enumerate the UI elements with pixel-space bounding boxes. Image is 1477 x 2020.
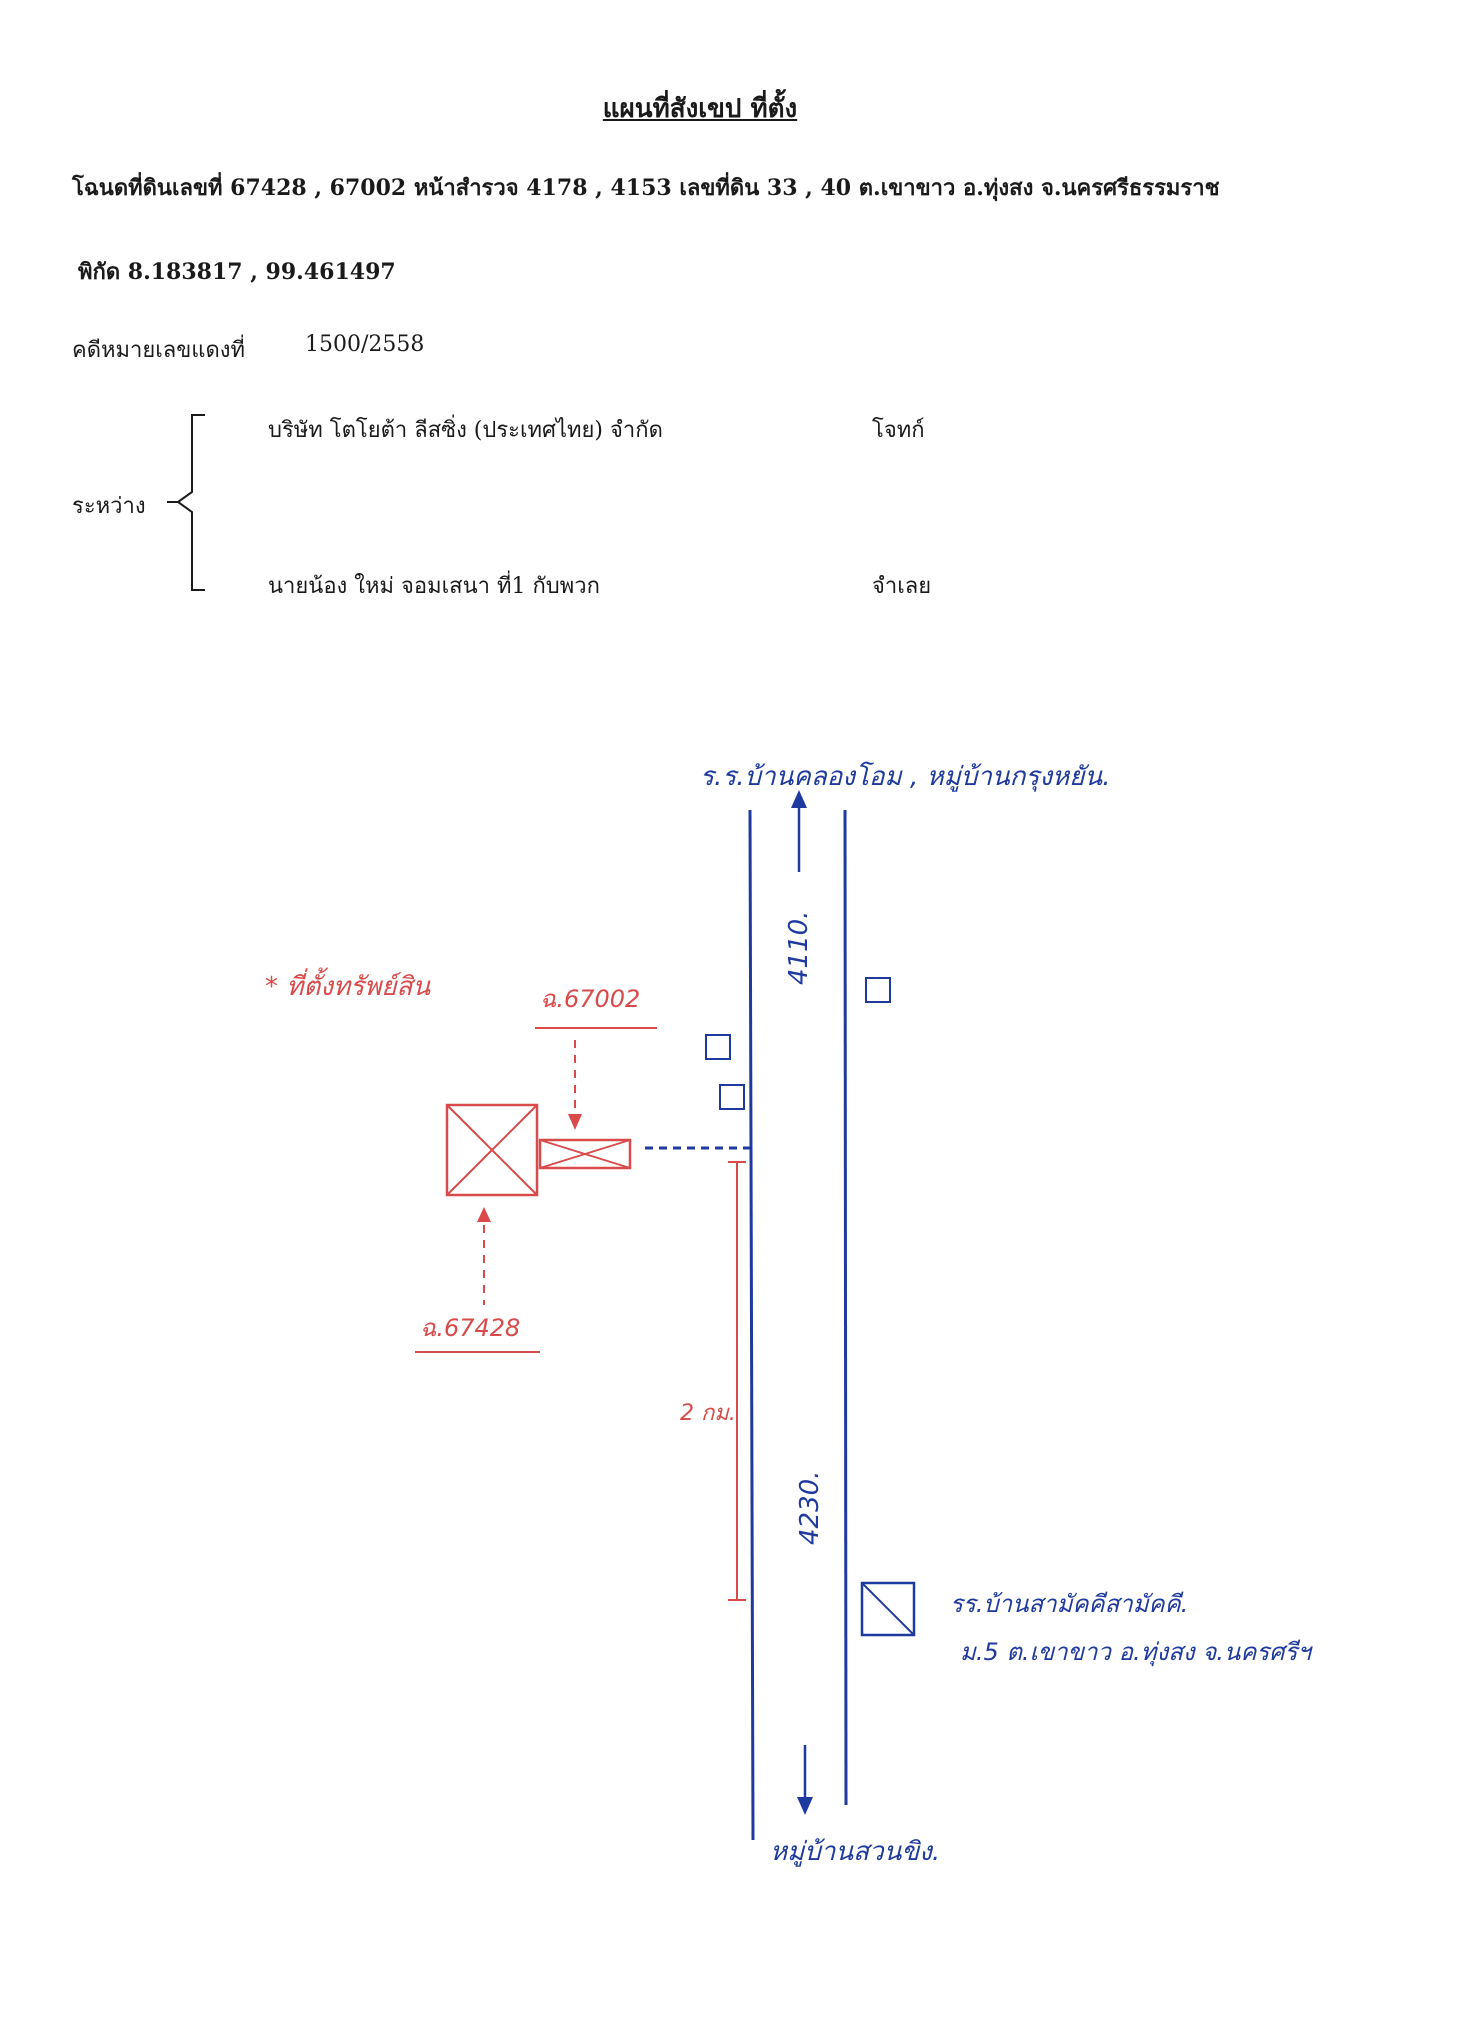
road-east-edge <box>843 809 848 1806</box>
road-west-edge <box>748 809 755 1841</box>
property-building-icon <box>445 1103 539 1197</box>
property-annex-icon <box>538 1138 632 1170</box>
south-destination-label: หมู่บ้านสวนขิง. <box>770 1837 940 1867</box>
building-icon <box>705 1034 731 1060</box>
north-arrow-icon <box>791 790 807 808</box>
deed-label-lower: ฉ.67428 <box>420 1314 520 1342</box>
case-number: 1500/2558 <box>305 332 425 357</box>
property-location-note: * ที่ตั้งทรัพย์สิน <box>265 967 431 1002</box>
between-label: ระหว่าง <box>72 494 146 519</box>
school-landmark-cross <box>861 1582 915 1636</box>
distance-label: 2 กม. <box>680 1401 736 1426</box>
property-annex-cross <box>539 1139 631 1169</box>
property-cross <box>446 1104 538 1196</box>
road-number-north: 4110. <box>784 911 814 985</box>
coordinates-line: พิกัด 8.183817 , 99.461497 <box>78 259 396 285</box>
deed-label-upper: ฉ.67002 <box>540 985 640 1013</box>
defendant-name: นายน้อง ใหม่ จอมเสนา ที่1 กับพวก <box>268 574 600 599</box>
page-title: แผนที่สังเขป ที่ตั้ง <box>602 94 798 124</box>
arrow-up-icon <box>477 1207 491 1222</box>
school-landmark-address: ม.5 ต.เขาขาว อ.ทุ่งสง จ.นครศรีฯ <box>960 1638 1313 1667</box>
defendant-role: จำเลย <box>872 574 932 599</box>
building-icon <box>719 1084 745 1110</box>
plaintiff-role: โจทก์ <box>872 418 925 443</box>
school-landmark-name: รร.บ้านสามัคคีสามัคคี. <box>950 1590 1188 1618</box>
north-destination-label: ร.ร.บ้านคลองโอม , หมู่บ้านกรุงหยัน. <box>700 761 1110 792</box>
school-landmark-icon <box>860 1581 916 1637</box>
road-number-south: 4230. <box>795 1471 825 1545</box>
case-label: คดีหมายเลขแดงที่ <box>72 338 246 363</box>
building-icon <box>865 977 891 1003</box>
deed-details-line: โฉนดที่ดินเลขที่ 67428 , 67002 หน้าสำรวจ… <box>72 175 1220 201</box>
arrow-down-icon <box>568 1114 582 1130</box>
south-arrow-icon <box>797 1797 813 1815</box>
party-brace <box>176 414 205 591</box>
plaintiff-name: บริษัท โตโยต้า ลีสซิ่ง (ประเทศไทย) จำกัด <box>268 418 663 443</box>
